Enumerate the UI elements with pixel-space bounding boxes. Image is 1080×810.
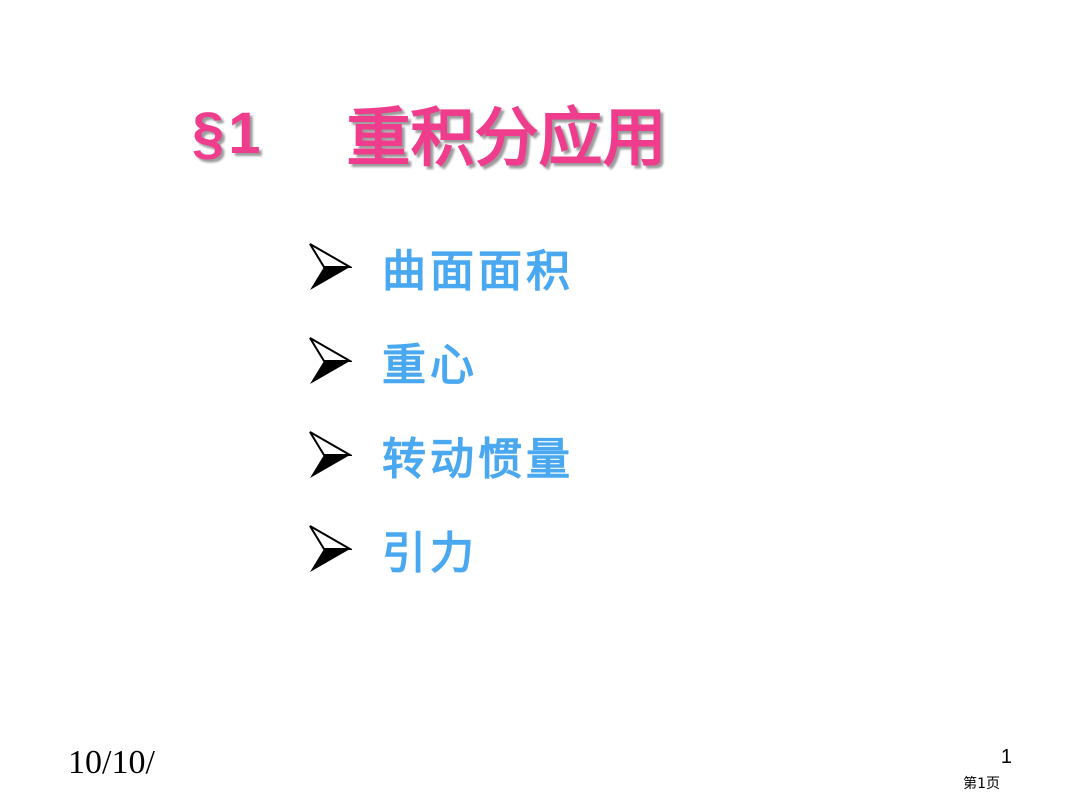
arrowhead-bullet-icon: [309, 337, 352, 384]
arrowhead-bullet-icon: [309, 243, 352, 290]
arrowhead-bullet-icon: [309, 431, 352, 478]
slide-number: 1: [1000, 746, 1012, 768]
slide-title: §1 重积分应用: [192, 88, 667, 178]
list-item: 转动惯量: [308, 423, 574, 487]
bullet-list: 曲面面积 重心 转动惯量 引力: [308, 235, 574, 611]
list-item: 引力: [308, 517, 574, 581]
slide-date: 10/10/: [68, 744, 155, 781]
list-item: 曲面面积: [308, 235, 574, 299]
bullet-label: 引力: [382, 528, 478, 579]
bullet-label: 重心: [382, 340, 478, 391]
bullet-label: 曲面面积: [382, 246, 574, 297]
section-number: §1: [192, 100, 265, 166]
page-label: 第1页: [963, 776, 1000, 792]
arrowhead-bullet-icon: [309, 525, 352, 572]
list-item: 重心: [308, 329, 574, 393]
title-text: 重积分应用: [346, 102, 667, 176]
bullet-label: 转动惯量: [382, 434, 574, 485]
